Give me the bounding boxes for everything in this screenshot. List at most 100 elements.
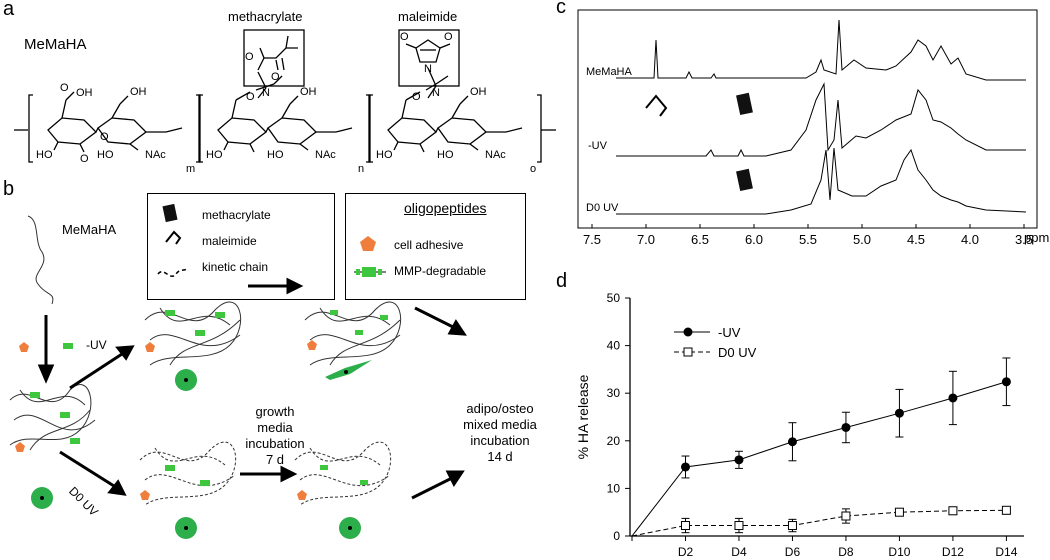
growth-line-1: growth [255,404,295,419]
hyaluronic-acid-structure: OH O OH O HO O HO NAc m O N OH HO HO NAc… [14,29,556,175]
data-point [1001,377,1011,387]
nmr-trace-memaha [616,19,1026,81]
series-line [631,381,1007,537]
nmr-trace-d0uv [616,147,1027,215]
x-tick-label: D10 [888,545,910,559]
panel-letter-d: d [556,270,568,292]
adipo-line-3: incubation [470,433,530,448]
cell-icons [31,360,372,539]
legend-kinetic-chain: kinetic chain [202,260,269,274]
network-minus-uv-day7 [304,301,402,366]
legend-marker [683,327,693,337]
o-label-8: O [444,31,453,43]
o-label-2: O [100,131,109,143]
network-start [9,384,96,451]
legend-crosslinks: methacrylate maleimide kinetic chain [147,193,335,300]
data-point [948,393,958,403]
o-label-1: O [60,82,69,94]
data-point [894,408,904,418]
data-point [680,462,690,472]
subscript-n: n [358,163,364,175]
ho-label-5: HO [376,149,393,161]
cell-adhesive-legend-icon [360,236,376,251]
data-point [1001,505,1011,515]
data-point [787,521,797,531]
n-label-3: N [432,87,440,99]
y-tick-label: 0 [613,529,620,543]
nmr-xtick-label: 5.0 [852,232,872,247]
nmr-label-minus-uv: -UV [588,140,607,152]
methacrylate-nmr-icon-2 [736,168,753,192]
data-point [734,521,744,531]
kinetic-chain-legend-icon [157,267,189,277]
nmr-spectra [577,9,1038,229]
nac-label-3: NAc [485,149,506,161]
oh-label-3: OH [300,86,317,98]
nmr-xtick-label: 3.5 [1014,232,1034,247]
panel-letter-b: b [3,178,15,200]
legend-marker [683,347,693,357]
network-minus-uv-day0 [144,301,242,366]
legend-label: D0 UV [718,345,757,360]
mmp-degradable-legend-icon [354,267,386,277]
maleimide-label: maleimide [398,9,458,24]
x-tick-label: D14 [995,545,1017,559]
ho-label-6: HO [437,149,454,161]
data-point [894,507,904,517]
ppm-label: ppm [1024,230,1050,245]
x-tick-label: D8 [838,545,854,559]
legend-cell-adhesive: cell adhesive [394,238,464,252]
subscript-o: o [530,163,536,175]
data-point [734,455,744,465]
y-tick-label: 30 [607,386,621,400]
o-label-7: O [400,31,409,43]
methacrylate-nmr-icon-1 [736,92,753,116]
adipo-line-2: mixed media [463,417,537,432]
o-label-9: O [412,91,421,103]
nmr-xtick-label: 4.5 [906,232,926,247]
data-point [948,506,958,516]
y-axis-label: % HA release [575,374,591,459]
o-label-3: O [80,153,89,165]
nmr-xtick-label: 6.0 [744,232,764,247]
memaha-label-b: MeMaHA [62,222,117,237]
growth-line-3: incubation [245,436,305,451]
y-tick-label: 50 [607,291,621,305]
n-label-1: N [262,87,270,99]
ho-label-4: HO [267,149,284,161]
data-point [787,437,797,447]
data-point [680,521,690,531]
maleimide-nmr-icon [645,94,668,117]
nac-label-2: NAc [315,149,336,161]
nmr-xtick-label: 7.5 [582,232,602,247]
n-label-2: N [424,63,432,75]
ho-label-3: HO [206,149,223,161]
network-d0uv-day7 [294,441,392,506]
growth-line-2: media [257,420,293,435]
memaha-title: MeMaHA [24,36,87,53]
oligopeptides-title: oligopeptides [404,200,487,216]
data-point [841,511,851,521]
series-line [631,509,1007,537]
growth-media-text: growth media incubation 7 d [240,404,310,468]
ho-label-1: HO [36,149,53,161]
panel-letter-a: a [3,0,15,20]
subscript-m: m [186,163,195,175]
data-point [841,422,851,432]
legend-oligopeptides: oligopeptides cell adhesive MMP-degradab… [345,193,526,300]
methacrylate-legend-icon [162,203,178,223]
y-tick-label: 40 [607,339,621,353]
o-label-6: O [245,51,254,63]
legend-mmp-degradable: MMP-degradable [394,264,487,278]
legend-label: -UV [718,325,741,340]
methacrylate-label: methacrylate [228,9,303,24]
legend-maleimide: maleimide [202,234,257,248]
adipo-osteo-text: adipo/osteo mixed media incubation 14 d [450,401,550,465]
nmr-trace-minus-uv [616,82,1026,157]
hydrogel-schematic [9,215,467,539]
panel-letter-c: c [556,0,566,18]
oh-label-1: OH [76,87,93,99]
growth-line-4: 7 d [265,452,285,467]
adipo-line-4: 14 d [487,449,513,464]
